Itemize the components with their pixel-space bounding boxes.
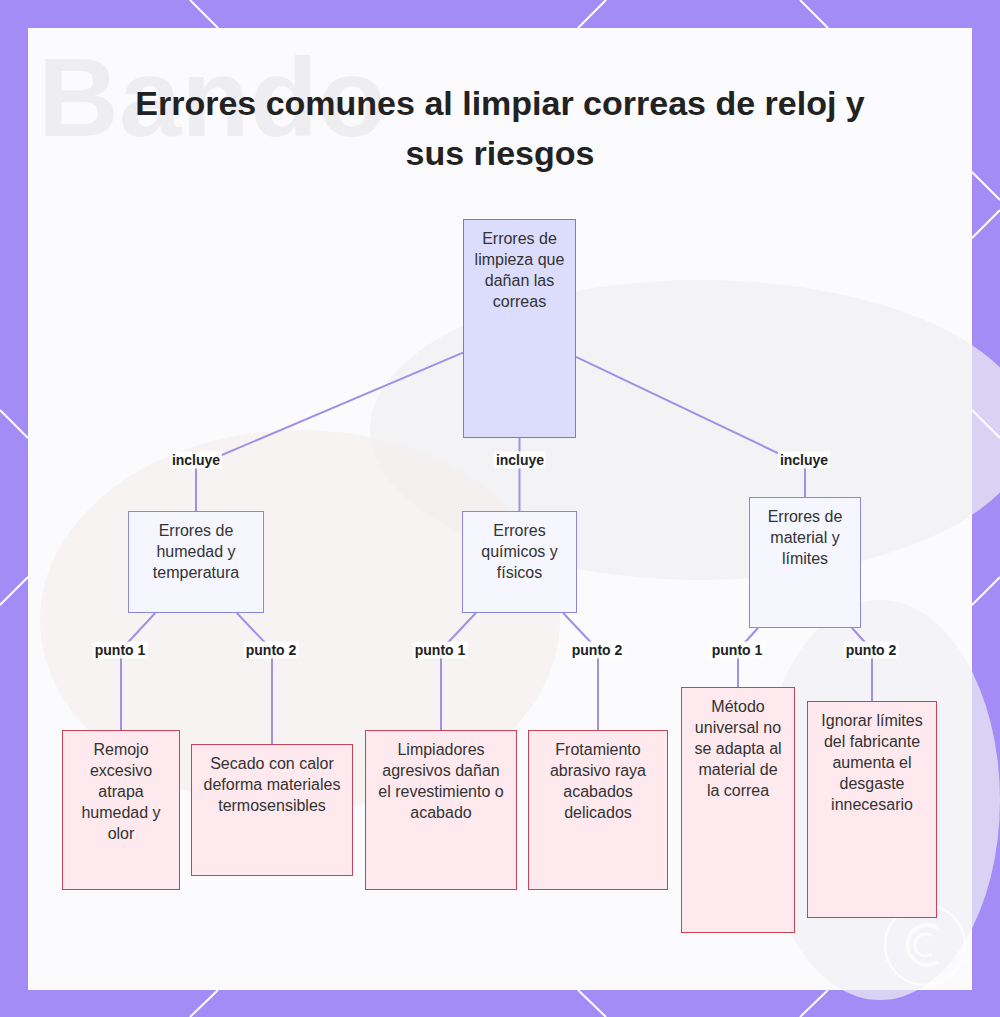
node-text: Frotamiento abrasivo raya acabados delic… bbox=[539, 739, 657, 823]
category-box: Errores de material y límites bbox=[749, 497, 861, 628]
canvas bbox=[28, 28, 972, 990]
edge-label: punto 1 bbox=[93, 642, 148, 659]
edge-label: punto 1 bbox=[413, 642, 468, 659]
node-text: Remojo excesivo atrapa humedad y olor bbox=[73, 739, 169, 844]
root-box: Errores de limpieza que dañan las correa… bbox=[463, 219, 576, 438]
node-text: Método universal no se adapta al materia… bbox=[692, 696, 784, 801]
node-text: Secado con calor deforma materiales term… bbox=[202, 753, 342, 816]
node-text: Errores químicos y físicos bbox=[473, 520, 566, 583]
edge-label: incluye bbox=[778, 452, 830, 469]
photo-shade bbox=[760, 600, 1000, 1000]
node-text: Limpiadores agresivos dañan el revestimi… bbox=[376, 739, 506, 823]
connector-line bbox=[237, 613, 272, 744]
node-text: Errores de humedad y temperatura bbox=[139, 520, 253, 583]
node-text: Ignorar límites del fabricante aumenta e… bbox=[818, 710, 926, 815]
diagram-title: Errores comunes al limpiar correas de re… bbox=[130, 78, 870, 178]
node-text: Errores de limpieza que dañan las correa… bbox=[474, 228, 565, 312]
edge-label: punto 2 bbox=[244, 642, 299, 659]
risk-box: Ignorar límites del fabricante aumenta e… bbox=[807, 701, 937, 918]
connector-line bbox=[852, 628, 872, 701]
category-box: Errores de humedad y temperatura bbox=[128, 511, 264, 613]
connector-line bbox=[576, 357, 805, 497]
risk-box: Remojo excesivo atrapa humedad y olor bbox=[62, 730, 180, 890]
edge-label: punto 2 bbox=[844, 642, 899, 659]
node-text: Errores de material y límites bbox=[760, 506, 850, 569]
connector-line bbox=[441, 613, 476, 730]
edge-label: punto 1 bbox=[710, 642, 765, 659]
risk-box: Secado con calor deforma materiales term… bbox=[191, 744, 353, 876]
edge-label: incluye bbox=[170, 452, 222, 469]
risk-box: Limpiadores agresivos dañan el revestimi… bbox=[365, 730, 517, 890]
edge-label: punto 2 bbox=[570, 642, 625, 659]
risk-box: Frotamiento abrasivo raya acabados delic… bbox=[528, 730, 668, 890]
connector-line bbox=[196, 353, 463, 511]
connector-line bbox=[121, 613, 155, 730]
connector-line bbox=[563, 613, 598, 730]
connector-line bbox=[519, 438, 521, 511]
edge-label: incluye bbox=[494, 452, 546, 469]
risk-box: Método universal no se adapta al materia… bbox=[681, 687, 795, 933]
category-box: Errores químicos y físicos bbox=[462, 511, 577, 613]
